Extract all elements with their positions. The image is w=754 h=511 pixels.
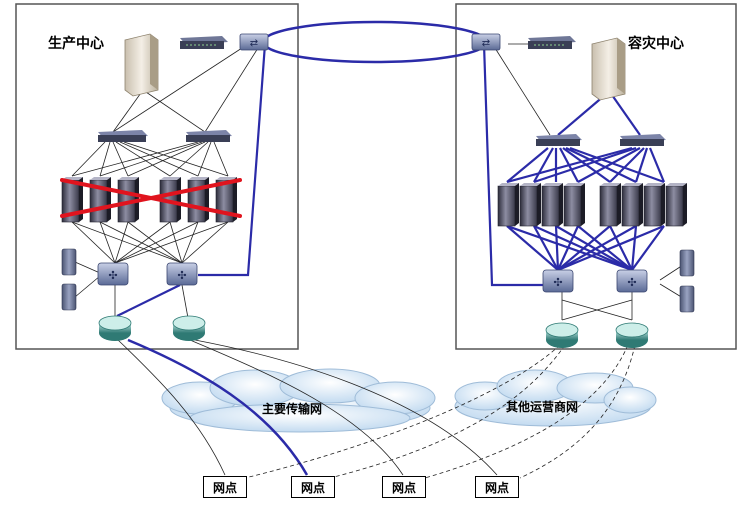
dr-access-switch-left-icon: ✣ [542, 269, 574, 293]
dr-server-rack-icon [599, 183, 621, 227]
dr-server-rack-icon [563, 183, 585, 227]
other-carrier-cloud-label: 其他运营商网 [506, 400, 579, 414]
svg-text:⇄: ⇄ [250, 38, 258, 49]
dr-core-switch-left-icon [536, 134, 582, 146]
branch-node-label: 网点 [484, 480, 509, 495]
production-wan-router-icon: ⇄ [239, 33, 269, 51]
dr-storage-disk-upper-icon [679, 249, 695, 277]
dr-access-switch-right-icon: ✣ [616, 269, 648, 293]
dr-server-cluster [497, 183, 687, 227]
wan-links [117, 338, 636, 479]
dr-wan-router-icon: ⇄ [471, 33, 501, 51]
production-storage-disk-lower-icon [61, 283, 77, 311]
dr-core-switch-right-icon [620, 134, 666, 146]
production-server-rack-icon [89, 177, 111, 223]
production-server-rack-icon [215, 177, 237, 223]
production-site-label: 生产中心 [48, 36, 104, 52]
branch-node-label: 网点 [391, 480, 416, 495]
dr-server-rack-icon [665, 183, 687, 227]
production-server-rack-icon [187, 177, 209, 223]
dr-storage-disk-lower-icon [679, 285, 695, 313]
svg-text:✣: ✣ [553, 276, 562, 289]
production-edge-switch-icon [180, 36, 228, 49]
branch-node: 网点 [291, 476, 335, 498]
svg-text:⇄: ⇄ [482, 38, 490, 49]
production-core-switch-left-icon [98, 130, 148, 142]
failure-cross-mark [60, 178, 242, 218]
dr-server-rack-icon [497, 183, 519, 227]
branch-node-label: 网点 [300, 480, 325, 495]
production-links [71, 47, 259, 319]
dr-site-label: 容灾中心 [628, 36, 684, 52]
production-router-right-icon [172, 315, 206, 341]
production-router-left-icon [98, 315, 132, 341]
production-server-tower-icon [124, 33, 159, 97]
svg-text:✣: ✣ [177, 269, 186, 282]
production-access-switch-left-icon: ✣ [97, 262, 129, 286]
dr-server-rack-icon [621, 183, 643, 227]
branch-node: 网点 [475, 476, 519, 498]
dr-primary-links [482, 43, 666, 287]
production-access-switch-right-icon: ✣ [166, 262, 198, 286]
branch-node-label: 网点 [212, 480, 237, 495]
main-transport-cloud [161, 368, 436, 433]
dr-router-right-icon [615, 322, 649, 348]
branch-node: 网点 [203, 476, 247, 498]
dr-server-rack-icon [519, 183, 541, 227]
dr-edge-switch-icon [528, 36, 576, 49]
production-primary-links [116, 43, 267, 317]
production-core-switch-right-icon [186, 130, 232, 142]
dr-server-tower-icon [591, 37, 626, 101]
dr-server-rack-icon [541, 183, 563, 227]
dr-router-left-icon [545, 322, 579, 348]
branch-node: 网点 [382, 476, 426, 498]
main-transport-cloud-label: 主要传输网 [262, 402, 323, 416]
svg-text:✣: ✣ [627, 276, 636, 289]
dr-server-rack-icon [643, 183, 665, 227]
svg-text:✣: ✣ [108, 269, 117, 282]
production-storage-disk-upper-icon [61, 248, 77, 276]
